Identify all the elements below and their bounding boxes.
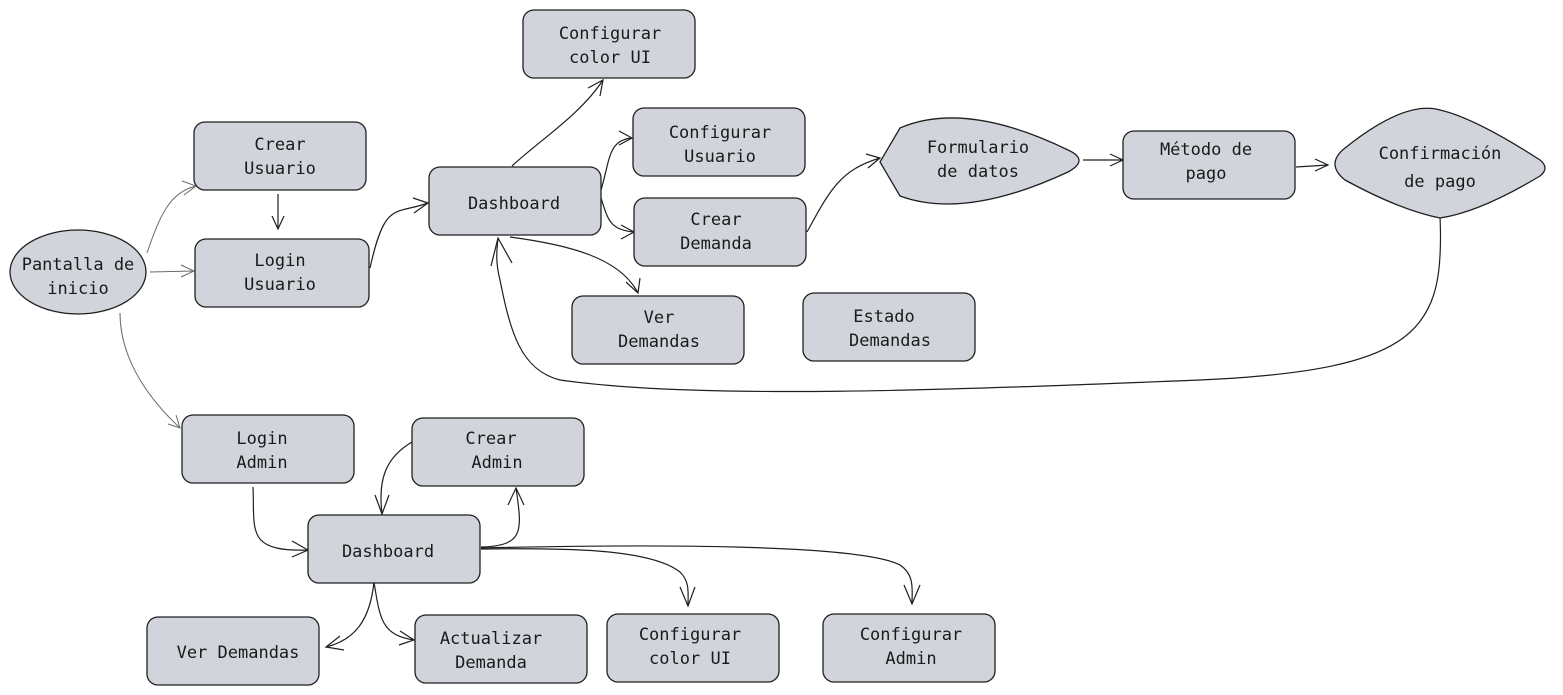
- node-label: Login: [254, 251, 305, 271]
- node-label: Crear: [465, 429, 516, 449]
- node-configurar-color-ui-bottom: Configurar color UI: [606, 613, 780, 683]
- node-login-usuario: Login Usuario: [194, 238, 370, 308]
- node-login-admin: Login Admin: [181, 414, 355, 484]
- node-label: Configurar: [860, 625, 962, 645]
- node-label: Dashboard: [468, 194, 560, 214]
- node-label: color UI: [649, 649, 731, 669]
- node-label: Admin: [236, 453, 287, 473]
- nodes: Pantalla de inicio Crear Usuario Login U…: [9, 9, 1546, 686]
- arrowhead: [618, 130, 634, 146]
- arrowhead: [1314, 158, 1330, 172]
- node-label: de pago: [1404, 172, 1476, 192]
- arrowhead: [587, 78, 604, 97]
- node-label: Demandas: [849, 331, 931, 351]
- node-label: Demanda: [680, 234, 752, 254]
- node-metodo-pago: Método de pago: [1122, 130, 1296, 200]
- edge-crear-admin-dashboard: [380, 441, 413, 515]
- node-label: inicio: [47, 279, 108, 299]
- node-formulario-datos: Formulario de datos: [879, 117, 1080, 205]
- node-configurar-color-ui-top: Configurar color UI: [522, 9, 696, 79]
- edge-dashboard-admin-actualizar: [373, 581, 415, 641]
- edge-dashboard-crear-admin: [480, 487, 520, 548]
- edge-inicio-login-admin: [119, 312, 181, 429]
- node-label: Admin: [885, 649, 936, 669]
- node-label: Demanda: [455, 653, 527, 673]
- arrowhead: [490, 236, 513, 267]
- edge-dashboard-admin-config-admin: [480, 545, 913, 605]
- node-configurar-usuario: Configurar Usuario: [632, 107, 806, 177]
- arrowhead: [167, 414, 181, 429]
- edge-inicio-crear-usuario: [146, 185, 197, 254]
- node-label: Crear: [690, 210, 741, 230]
- edge-dashboard-crear-demanda: [600, 197, 635, 233]
- node-label: Login: [236, 429, 287, 449]
- edge-confirmacion-dashboard: [496, 215, 1442, 393]
- arrowhead: [291, 540, 310, 558]
- node-crear-admin: Crear Admin: [411, 417, 585, 487]
- node-label: Actualizar: [440, 629, 542, 649]
- node-label: Dashboard: [342, 542, 434, 562]
- arrowhead: [374, 494, 390, 516]
- node-pantalla-inicio: Pantalla de inicio: [9, 229, 147, 315]
- node-label: Usuario: [684, 147, 756, 167]
- node-label: Configurar: [559, 24, 661, 44]
- arrowhead: [865, 153, 882, 169]
- edge-dashboard-color-ui: [511, 79, 604, 167]
- node-label: pago: [1186, 164, 1227, 184]
- node-ver-demandas-usuario: Ver Demandas: [571, 295, 745, 365]
- edge-metodo-confirmacion: [1295, 164, 1329, 168]
- edge-dashboard-admin-ver-demandas: [325, 581, 375, 648]
- node-label: Confirmación: [1379, 144, 1502, 164]
- node-actualizar-demanda: Actualizar Demanda: [414, 614, 588, 684]
- node-label: Ver Demandas: [177, 643, 300, 663]
- arrowhead: [507, 486, 525, 506]
- node-label: color UI: [569, 48, 651, 68]
- arrowhead: [398, 630, 416, 646]
- edge-dashboard-config-usuario: [600, 137, 633, 191]
- node-ver-demandas-admin: Ver Demandas: [146, 616, 320, 686]
- edge-login-admin-dashboard: [252, 486, 309, 551]
- node-label: Crear: [254, 135, 305, 155]
- arrowhead: [625, 277, 641, 295]
- arrowhead: [271, 215, 285, 231]
- edge-dashboard-ver-demandas: [509, 236, 639, 294]
- node-label: Configurar: [639, 625, 741, 645]
- node-crear-demanda: Crear Demanda: [633, 197, 807, 267]
- node-label: Admin: [471, 453, 522, 473]
- edge-inicio-login-usuario: [149, 270, 195, 273]
- node-label: de datos: [937, 162, 1019, 182]
- edge-login-dashboard: [369, 202, 429, 269]
- node-dashboard-usuario: Dashboard: [428, 166, 602, 236]
- node-label: Formulario: [927, 138, 1029, 158]
- arrowhead: [180, 264, 196, 278]
- node-dashboard-admin: Dashboard: [307, 514, 481, 584]
- node-label: Configurar: [669, 123, 771, 143]
- edge-dashboard-admin-color-ui: [480, 548, 689, 607]
- arrowhead: [679, 586, 696, 608]
- arrowhead: [903, 584, 921, 606]
- node-label: Método de: [1160, 140, 1252, 160]
- edge-crear-demanda-formulario: [806, 157, 881, 233]
- arrowhead: [412, 197, 430, 214]
- node-confirmacion-pago: Confirmación de pago: [1334, 107, 1546, 219]
- node-label: Usuario: [244, 159, 316, 179]
- edges: [119, 78, 1442, 651]
- node-configurar-admin: Configurar Admin: [822, 613, 996, 683]
- node-crear-usuario: Crear Usuario: [193, 121, 367, 191]
- node-label: Pantalla de: [22, 255, 135, 275]
- node-label: Demandas: [618, 332, 700, 352]
- node-label: Estado: [853, 307, 914, 327]
- arrowhead: [324, 635, 345, 651]
- node-label: Ver: [644, 308, 675, 328]
- node-label: Usuario: [244, 275, 316, 295]
- node-estado-demandas: Estado Demandas: [802, 292, 976, 362]
